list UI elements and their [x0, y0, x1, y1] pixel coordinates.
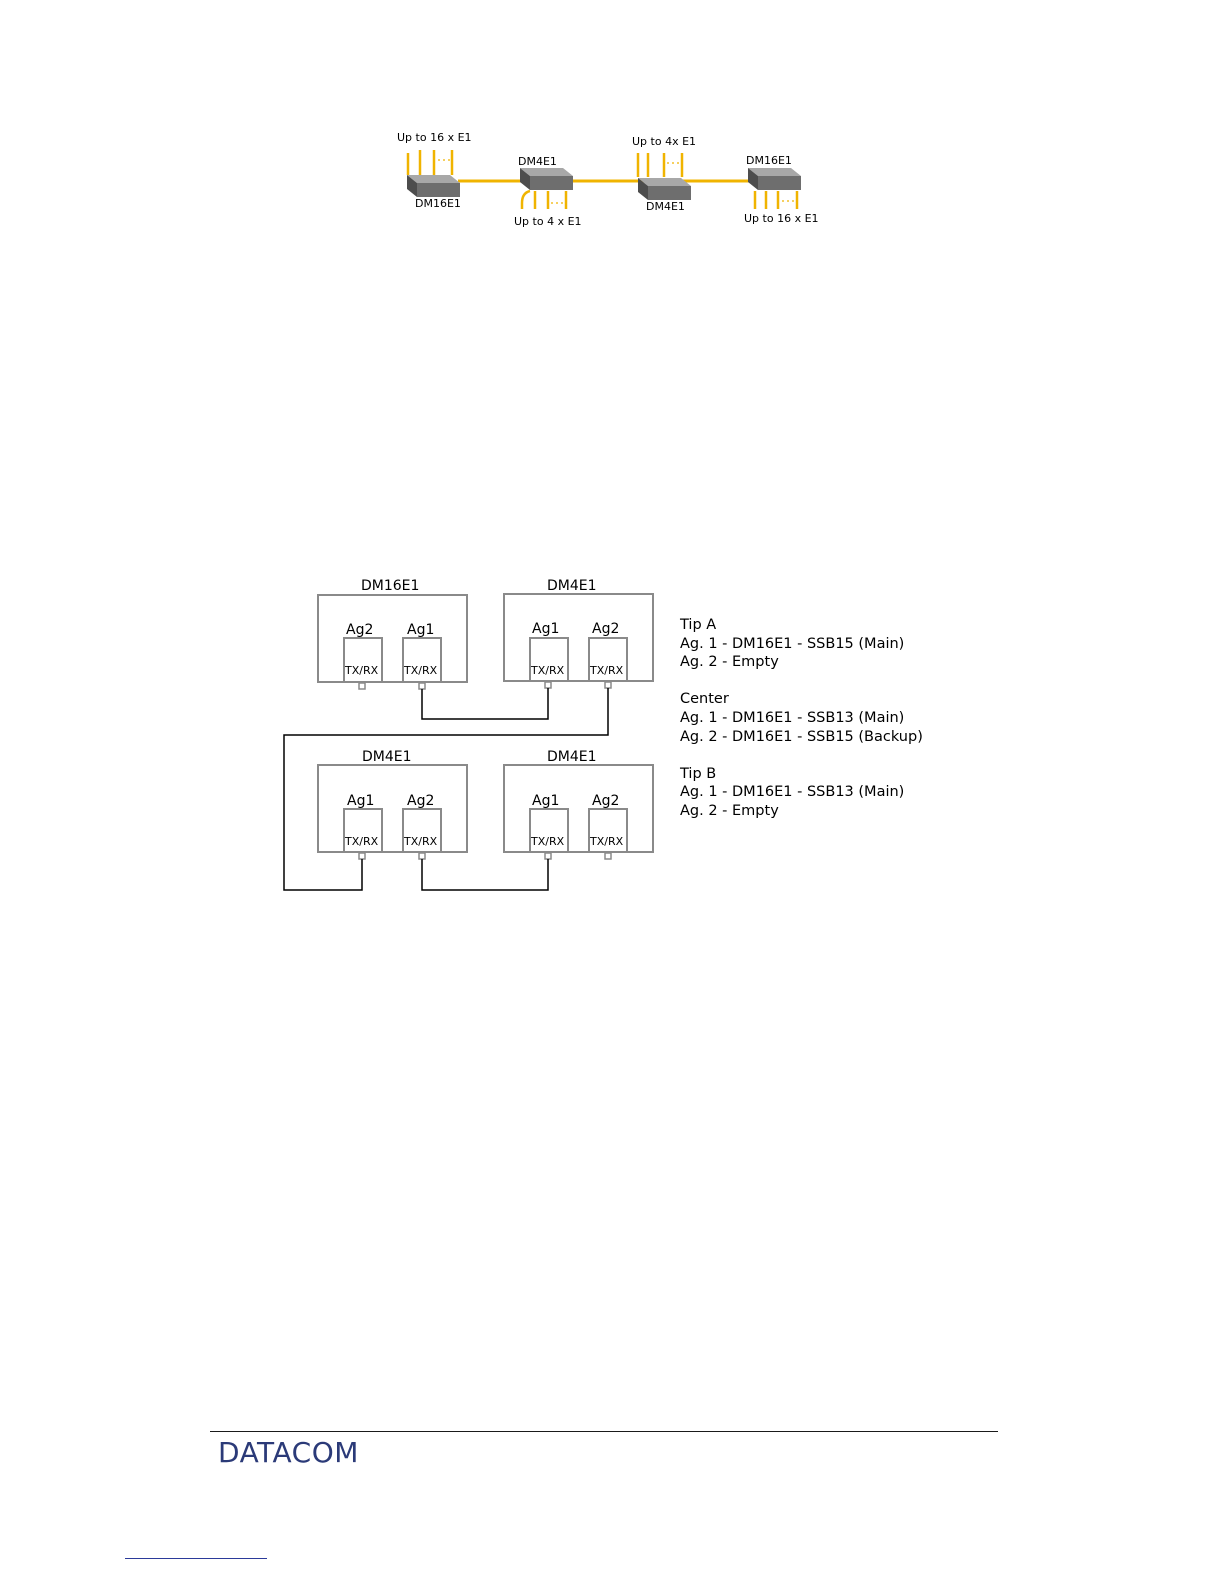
device-dm16e1-right: [748, 168, 801, 190]
legend-center: Center Ag. 1 - DM16E1 - SSB13 (Main) Ag.…: [680, 690, 923, 746]
legend-line: Ag. 1 - DM16E1 - SSB13 (Main): [680, 709, 923, 728]
legend-tip-a: Tip A Ag. 1 - DM16E1 - SSB15 (Main) Ag. …: [680, 616, 923, 672]
topology-diagram: Up to 16 x E1 DM16E1 DM4E1 Up to 4 x E1 …: [390, 125, 830, 235]
label-up-to-4x: Up to 4x E1: [632, 135, 696, 148]
device-dm4e1-third: [638, 178, 691, 200]
ag-label: Ag1: [532, 621, 559, 637]
box-title: DM16E1: [361, 578, 419, 594]
box-dm4e1-bottom-right: DM4E1 Ag1 Ag2 TX/RX TX/RX: [504, 749, 653, 859]
legend-tip-b: Tip B Ag. 1 - DM16E1 - SSB13 (Main) Ag. …: [680, 765, 923, 821]
port-label: TX/RX: [589, 835, 624, 848]
legend-title: Center: [680, 690, 923, 709]
wire-top: [422, 688, 548, 719]
port-label: TX/RX: [344, 835, 379, 848]
footnote-divider: [125, 1558, 267, 1559]
ag-label: Ag1: [347, 793, 374, 809]
label-up-to-16-right: Up to 16 x E1: [744, 212, 819, 225]
box-title: DM4E1: [547, 578, 597, 594]
legend-line: Ag. 1 - DM16E1 - SSB13 (Main): [680, 783, 923, 802]
label-device1: DM16E1: [415, 197, 461, 210]
ag-label: Ag2: [346, 622, 373, 638]
ag-label: Ag2: [592, 621, 619, 637]
tributaries-device2: [522, 191, 566, 209]
legend-title: Tip A: [680, 616, 923, 635]
port-label: TX/RX: [530, 664, 565, 677]
wire-bottom: [422, 859, 548, 890]
box-dm4e1-top-right: DM4E1 Ag1 Ag2 TX/RX TX/RX: [504, 578, 653, 688]
footer-divider: [210, 1431, 998, 1432]
box-title: DM4E1: [547, 749, 597, 765]
label-device4: DM16E1: [746, 154, 792, 167]
label-device3: DM4E1: [646, 200, 685, 213]
box-dm4e1-bottom-left: DM4E1 Ag1 Ag2 TX/RX TX/RX: [318, 749, 467, 859]
wires: [284, 688, 608, 890]
label-up-to-4: Up to 4 x E1: [514, 215, 582, 228]
ag-label: Ag1: [532, 793, 559, 809]
tributaries-device1: [408, 150, 452, 175]
port-label: TX/RX: [403, 664, 438, 677]
port-label: TX/RX: [589, 664, 624, 677]
configuration-legend: Tip A Ag. 1 - DM16E1 - SSB15 (Main) Ag. …: [680, 616, 923, 839]
device-dm16e1-left: [407, 175, 460, 197]
box-dm16e1-top-left: DM16E1 Ag2 Ag1 TX/RX TX/RX: [318, 578, 467, 689]
tributaries-device3: [638, 153, 682, 177]
label-up-to-16-left: Up to 16 x E1: [397, 131, 472, 144]
box-title: DM4E1: [362, 749, 412, 765]
legend-title: Tip B: [680, 765, 923, 784]
ag-label: Ag1: [407, 622, 434, 638]
tributaries-device4: [755, 191, 797, 209]
datacom-logo: DATACOM: [218, 1436, 359, 1469]
legend-line: Ag. 1 - DM16E1 - SSB15 (Main): [680, 635, 923, 654]
label-device2: DM4E1: [518, 155, 557, 168]
legend-line: Ag. 2 - DM16E1 - SSB15 (Backup): [680, 728, 923, 747]
legend-line: Ag. 2 - Empty: [680, 802, 923, 821]
port-label: TX/RX: [344, 664, 379, 677]
port-label: TX/RX: [403, 835, 438, 848]
port-label: TX/RX: [530, 835, 565, 848]
ag-label: Ag2: [407, 793, 434, 809]
legend-line: Ag. 2 - Empty: [680, 653, 923, 672]
ag-label: Ag2: [592, 793, 619, 809]
device-dm4e1-second: [520, 168, 573, 190]
